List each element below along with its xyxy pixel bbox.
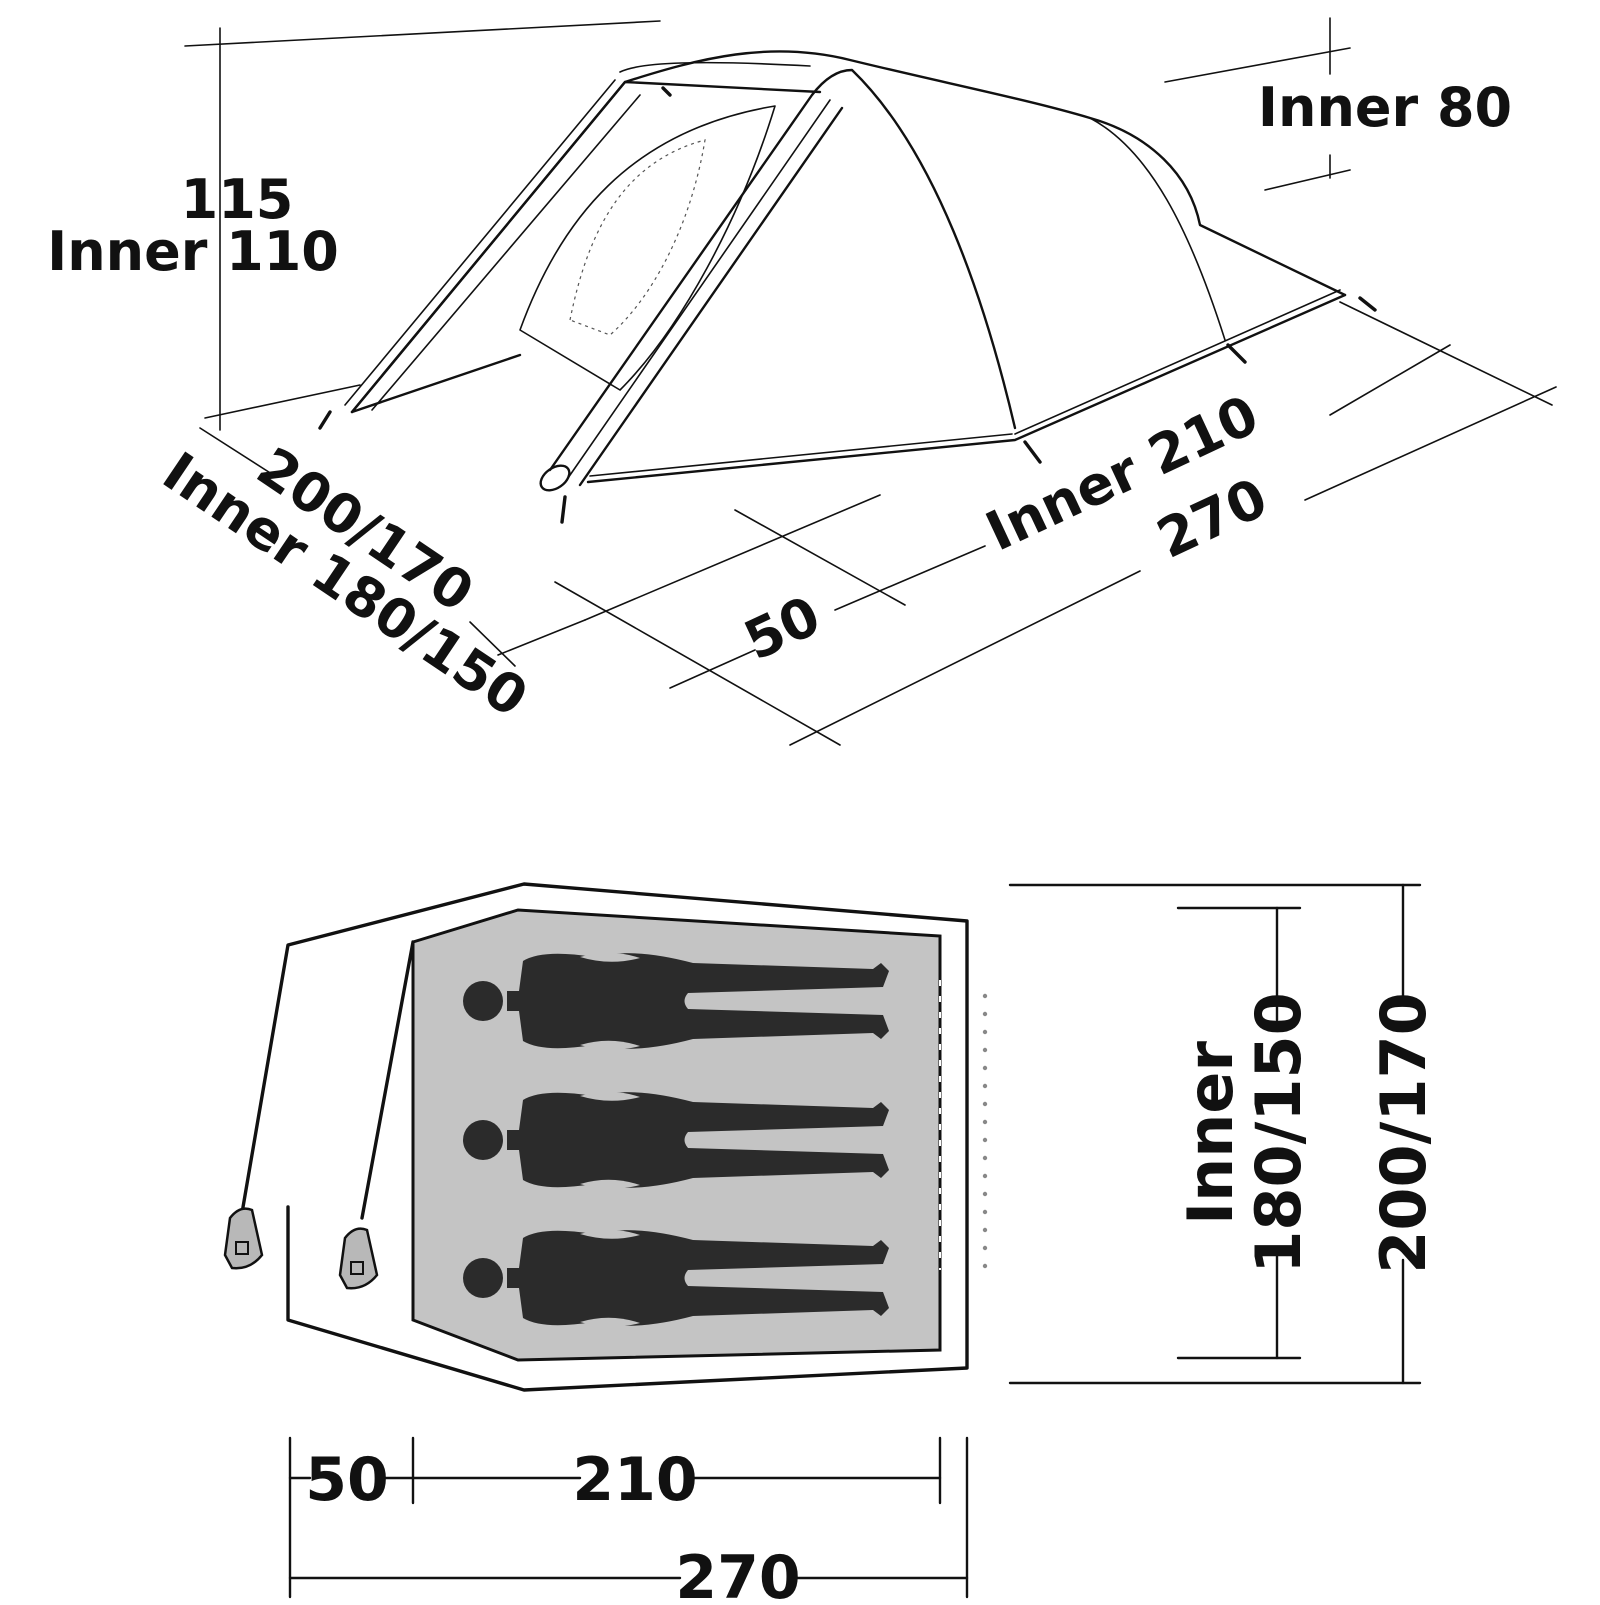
fly-footprint bbox=[240, 882, 969, 1392]
floor-inner-length-label: 210 bbox=[572, 1445, 697, 1515]
perspective-rear-inner-height-label: Inner 80 bbox=[1258, 76, 1512, 139]
sleeper-highlights bbox=[580, 952, 640, 1327]
door-zip-dots bbox=[982, 993, 988, 1269]
floor-total-width-label: 200/170 bbox=[1367, 992, 1440, 1273]
perspective-dimension-lines bbox=[184, 17, 1557, 746]
floor-vestibule-label: 50 bbox=[305, 1445, 389, 1515]
perspective-height-total-label: 115 bbox=[181, 168, 294, 231]
floor-width-dimensions bbox=[1008, 883, 1422, 1385]
tent-peg-icon bbox=[338, 1227, 379, 1290]
perspective-height-inner-label: Inner 110 bbox=[47, 220, 339, 283]
floor-total-length-label: 270 bbox=[675, 1543, 800, 1600]
tent-body-perspective bbox=[318, 50, 1377, 524]
tent-peg-icon bbox=[223, 1207, 264, 1270]
floor-inner-width-label: 180/150 bbox=[1242, 992, 1315, 1273]
perspective-vestibule-label: 50 bbox=[735, 584, 830, 673]
tent-floor-plan: Inner 180/150 200/170 50 210 270 bbox=[223, 882, 1440, 1605]
floor-length-dimensions bbox=[288, 1436, 969, 1599]
floor-inner-width-prefix: Inner bbox=[1174, 1041, 1247, 1225]
tent-perspective: 115 Inner 110 Inner 80 200/170 Inner 180… bbox=[47, 17, 1557, 746]
